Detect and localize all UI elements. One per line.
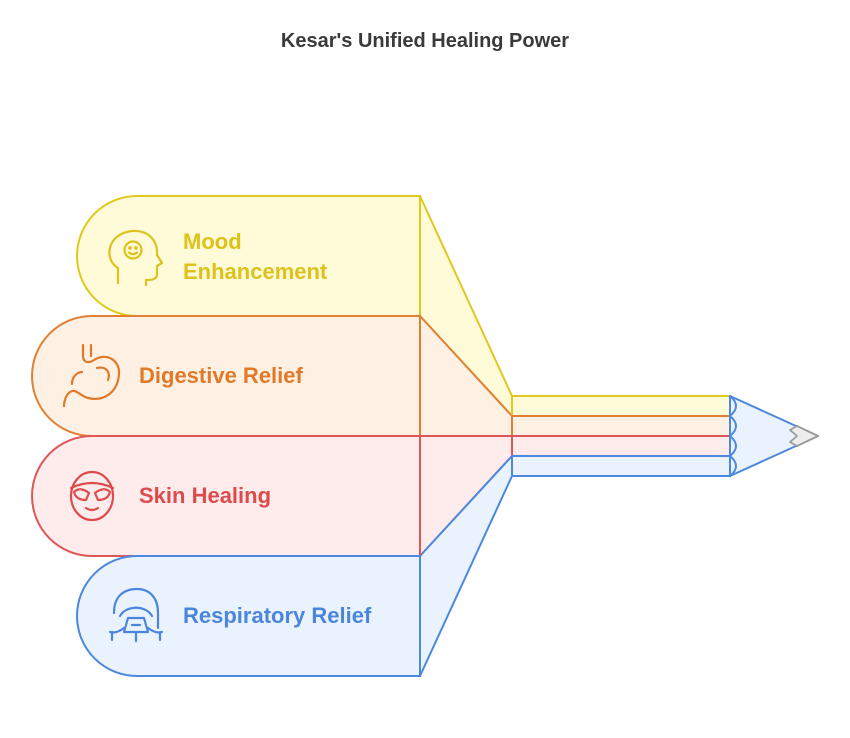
mood-band xyxy=(76,195,421,317)
digestive-strip xyxy=(511,415,731,437)
respiratory-strip xyxy=(511,455,731,477)
stomach-icon xyxy=(62,343,121,408)
skin-healing-label: Skin Healing xyxy=(139,483,272,508)
skin-band xyxy=(31,435,421,557)
oxygen-mask-icon xyxy=(108,587,164,643)
head-smile-icon xyxy=(108,229,164,287)
face-mask-icon xyxy=(69,470,115,522)
pencil-lead xyxy=(789,425,819,447)
mood-strip xyxy=(511,395,731,417)
mood-enhancement-label: Mood Enhancement xyxy=(183,229,328,284)
respiratory-relief-label: Respiratory Relief xyxy=(183,603,372,628)
digestive-relief-label: Digestive Relief xyxy=(139,363,303,388)
diagram-title: Kesar's Unified Healing Power xyxy=(280,30,570,52)
pencil-scallop xyxy=(728,395,737,477)
skin-strip xyxy=(511,435,731,457)
respiratory-band xyxy=(76,555,421,677)
digestive-band xyxy=(31,315,421,437)
